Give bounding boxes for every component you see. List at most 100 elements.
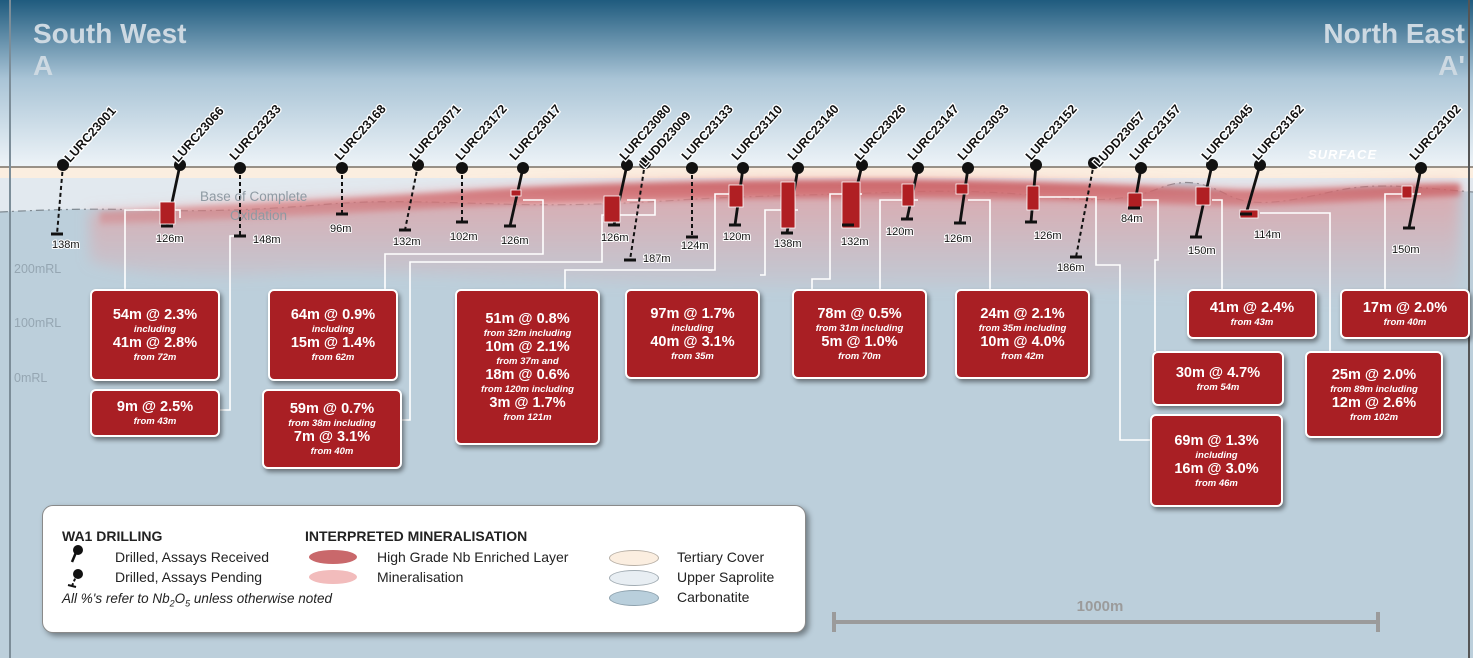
hole-depth-label: 120m	[886, 226, 914, 238]
legend-high-grade: High Grade Nb Enriched Layer	[377, 549, 569, 565]
intercept-grade: 40m @ 3.1%	[650, 334, 735, 350]
hole-depth-label: 126m	[156, 233, 184, 245]
intercept-grade: 51m @ 0.8%	[485, 311, 570, 327]
intercept-note: from 40m	[310, 446, 354, 457]
intercept-bar	[603, 195, 621, 223]
intercept-grade: 3m @ 1.7%	[489, 395, 566, 411]
legend-drilling-title: WA1 DRILLING	[62, 528, 163, 544]
intercept-note: from 120m including	[481, 384, 574, 395]
legend-tertiary: Tertiary Cover	[677, 549, 765, 565]
intercept-note: from 40m	[1383, 317, 1427, 328]
rl-100: 100mRL	[14, 316, 62, 330]
hole-collar	[737, 162, 749, 174]
hole-depth-label: 138m	[774, 238, 802, 250]
legend-carbonatite: Carbonatite	[677, 589, 750, 605]
sw-letter: A	[33, 50, 54, 81]
hole-depth-label: 186m	[1057, 262, 1085, 274]
rl-200: 200mRL	[14, 262, 62, 276]
intercept-note: including	[133, 324, 177, 335]
intercept-note: from 70m	[838, 351, 881, 362]
hole-collar	[174, 159, 186, 171]
rl-0: 0mRL	[14, 371, 48, 385]
intercept-grade: 41m @ 2.4%	[1209, 300, 1295, 316]
intercept-note: from 102m	[1349, 411, 1399, 423]
intercept-note: from 54m	[1196, 381, 1240, 393]
legend-hole-icons	[67, 545, 83, 588]
intercept-bar	[1026, 185, 1040, 211]
hole-depth-label: 138m	[52, 239, 80, 251]
connector-line-11	[1212, 199, 1223, 289]
hole-depth-label: 150m	[1188, 245, 1216, 257]
hole-depth-label: 84m	[1121, 213, 1142, 225]
ne-letter: A'	[1438, 50, 1465, 81]
intercept-bar	[1195, 186, 1211, 206]
hole-collar	[686, 162, 698, 174]
intercept-note: including	[311, 324, 355, 335]
intercept-grade: 17m @ 2.0%	[1362, 300, 1448, 316]
intercept-grade: 25m @ 2.0%	[1331, 366, 1417, 383]
scale-bar	[832, 612, 1380, 632]
intercept-box-lurc23045: 41m @ 2.4%from 43m	[1187, 289, 1317, 339]
hole-depth-label: 126m	[1034, 230, 1062, 242]
hole-collar	[856, 159, 868, 171]
mineralisation-zone	[90, 180, 1460, 305]
tertiary-cover	[0, 167, 1473, 178]
intercept-grade: 16m @ 3.0%	[1174, 460, 1259, 477]
hole-trace	[1075, 162, 1095, 258]
intercept-grade: 12m @ 2.6%	[1331, 394, 1417, 411]
hole-trace	[958, 167, 970, 224]
connector-line-9	[1141, 199, 1159, 351]
intercept-grade: 69m @ 1.3%	[1174, 432, 1259, 449]
scale-label: 1000m	[1076, 598, 1124, 615]
tertiary-swatch	[609, 550, 659, 566]
intercept-grade: 59m @ 0.7%	[289, 401, 375, 417]
hole-depth-label: 132m	[841, 236, 869, 248]
intercept-note: from 62m	[311, 352, 355, 363]
intercept-note: from 43m	[133, 416, 177, 427]
intercept-note: from 35m including	[978, 323, 1067, 334]
carbonatite-swatch	[609, 590, 659, 606]
hole-collar	[456, 162, 468, 174]
intercept-bar	[159, 201, 176, 225]
hole-collar	[962, 162, 974, 174]
intercept-bar	[780, 181, 796, 229]
intercept-grade: 10m @ 2.1%	[485, 339, 570, 355]
connector-line-0	[124, 209, 181, 289]
hole-collar	[336, 162, 348, 174]
hole-depth-label: 96m	[330, 223, 351, 235]
intercept-grade: 5m @ 1.0%	[821, 334, 898, 350]
oxidation-label-line1: Base of Complete	[200, 189, 308, 204]
hole-collar	[792, 162, 804, 174]
intercept-note: from 32m including	[483, 328, 572, 339]
intercept-box-lurc23233: 9m @ 2.5%from 43m	[90, 389, 220, 437]
hole-trace	[56, 164, 64, 235]
connector-line-6	[811, 193, 862, 289]
high-grade-layer	[100, 180, 1460, 224]
hole-depth-label: 120m	[723, 231, 751, 243]
hole-depth-label: 187m	[643, 253, 671, 265]
intercept-bar	[841, 181, 861, 229]
ne-title: North East	[1323, 18, 1465, 49]
intercept-bar	[510, 189, 522, 197]
hole-depth-label: 126m	[501, 235, 529, 247]
hole-collar	[412, 159, 424, 171]
intercept-note: from 31m including	[815, 323, 904, 334]
hole-collar	[517, 162, 529, 174]
hole-depth-label: 132m	[393, 236, 421, 248]
intercept-grade: 54m @ 2.3%	[112, 307, 198, 323]
connector-line-10	[1036, 196, 1150, 441]
hole-collar	[1030, 159, 1042, 171]
hole-collar	[1254, 159, 1266, 171]
intercept-bar	[1127, 192, 1143, 208]
legend-note: All %'s refer to Nb2O5 unless otherwise …	[62, 591, 333, 609]
intercept-bar	[901, 183, 915, 207]
hole-collar	[1135, 162, 1147, 174]
hole-depth-label: 102m	[450, 231, 478, 243]
intercept-note: from 89m including	[1330, 383, 1418, 395]
